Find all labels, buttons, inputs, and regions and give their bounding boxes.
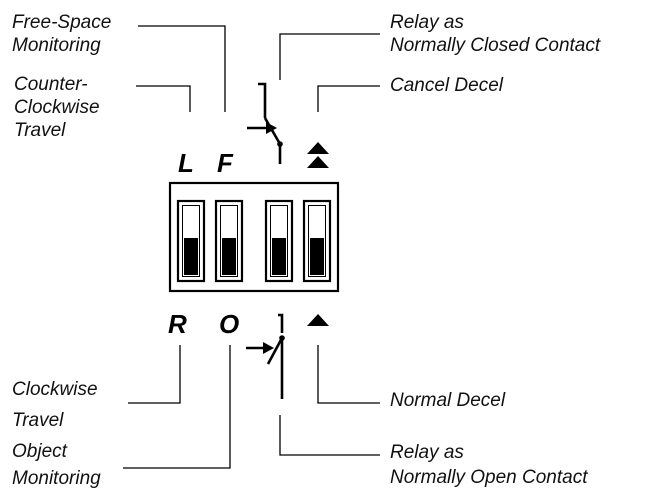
- ccw-travel-line-3: Travel: [14, 120, 66, 141]
- leader-ccw-travel: [136, 85, 191, 112]
- object-monitoring-label: Object Monitoring: [12, 440, 101, 490]
- leader-clockwise-travel: [128, 345, 181, 404]
- free-space-line-2: Monitoring: [12, 35, 101, 56]
- leader-cancel-decel: [317, 85, 380, 112]
- free-space-label: Free-Space Monitoring: [12, 11, 111, 57]
- switch-letter-l: L: [178, 148, 194, 178]
- ccw-travel-line-2: Clockwise: [14, 97, 100, 118]
- switch-letter-o: O: [219, 309, 240, 339]
- switch-3-knob: [272, 238, 286, 275]
- normal-decel-label: Normal Decel: [390, 390, 506, 411]
- dip-switch-body: [168, 181, 340, 293]
- ccw-travel-label: Counter- Clockwise Travel: [14, 73, 100, 142]
- cw-travel-line-1: Clockwise: [12, 379, 98, 400]
- relay-nc-line-1: Relay as: [390, 12, 464, 33]
- double-up-arrow-icon: [307, 142, 329, 168]
- object-monitoring-line-2: Monitoring: [12, 468, 101, 489]
- relay-no-label: Relay as Normally Open Contact: [390, 441, 587, 489]
- switch-letter-f: F: [217, 148, 233, 178]
- switch-4-knob: [310, 238, 324, 275]
- no-contact-icon: [246, 313, 284, 399]
- leader-normal-decel: [317, 345, 380, 404]
- free-space-line-1: Free-Space: [12, 12, 112, 33]
- leader-object-monitoring: [123, 345, 231, 469]
- up-arrow-icon: [307, 314, 329, 326]
- relay-no-line-1: Relay as: [390, 442, 464, 463]
- ccw-travel-line-1: Counter-: [14, 74, 88, 95]
- switch-2-knob: [222, 238, 236, 275]
- relay-nc-label: Relay as Normally Closed Contact: [390, 11, 600, 57]
- leader-relay-no: [279, 415, 380, 456]
- cw-travel-line-2: Travel: [12, 410, 64, 431]
- leader-relay-nc: [279, 33, 380, 80]
- cancel-decel-label: Cancel Decel: [390, 75, 503, 96]
- object-monitoring-line-1: Object: [12, 441, 67, 462]
- relay-no-line-2: Normally Open Contact: [390, 467, 588, 488]
- switch-1-knob: [184, 238, 198, 275]
- relay-nc-line-2: Normally Closed Contact: [390, 35, 601, 56]
- cw-travel-label: Clockwise Travel: [12, 378, 98, 432]
- leader-free-space: [138, 25, 226, 112]
- switch-letter-r: R: [168, 309, 187, 339]
- nc-contact-icon: [247, 82, 282, 164]
